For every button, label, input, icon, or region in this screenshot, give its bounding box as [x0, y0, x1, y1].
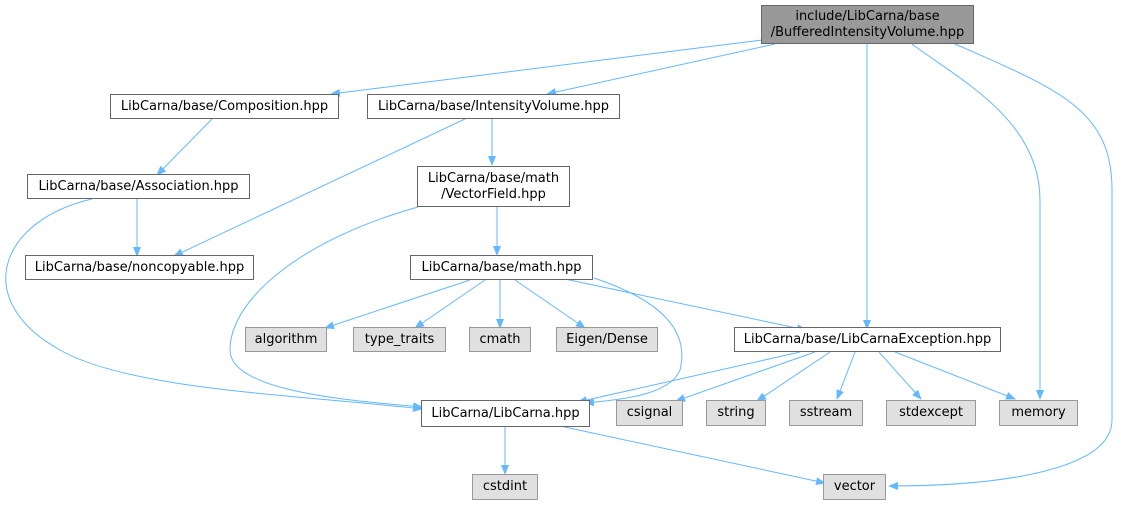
edge-exception-string [756, 351, 831, 402]
edge-exception-sstream [836, 351, 856, 400]
edge-math-eigen-dense [514, 279, 586, 329]
node-cstdint[interactable]: cstdint [472, 474, 538, 500]
node-root-line2: /BufferedIntensityVolume.hpp [770, 24, 965, 40]
edge-math-type-traits [414, 279, 486, 329]
node-sstream[interactable]: sstream [789, 400, 863, 426]
node-csignal[interactable]: csignal [616, 400, 683, 426]
node-association[interactable]: LibCarna/base/Association.hpp [27, 174, 250, 199]
edge-root-vector [888, 43, 1113, 490]
node-libcarna-exception[interactable]: LibCarna/base/LibCarnaException.hpp [734, 327, 1001, 352]
node-intensity-volume-label: LibCarna/base/IntensityVolume.hpp [377, 98, 610, 114]
edge-root-composition [330, 39, 763, 97]
node-type-traits[interactable]: type_traits [353, 327, 446, 352]
edge-math-libcarna-exception [559, 277, 807, 333]
node-eigen-dense[interactable]: Eigen/Dense [556, 327, 658, 352]
node-buffered-intensity-volume[interactable]: include/LibCarna/base/BufferedIntensityV… [761, 5, 974, 44]
edge-composition-association [156, 118, 213, 176]
edge-exception-csignal [675, 351, 816, 402]
node-algorithm-label: algorithm [254, 331, 318, 347]
node-libcarna-exception-label: LibCarna/base/LibCarnaException.hpp [743, 331, 992, 347]
node-vector-label: vector [833, 479, 876, 494]
edge-exception-memory [894, 351, 1016, 400]
node-libcarna-label: LibCarna/LibCarna.hpp [431, 405, 580, 421]
node-vector-field-line1: LibCarna/base/math [427, 170, 560, 186]
edge-exception-libcarna [577, 351, 801, 404]
node-sstream-label: sstream [799, 405, 853, 420]
node-type-traits-label: type_traits [364, 331, 435, 347]
edge-root-memory [911, 43, 1044, 400]
edge-association-libcarna [5, 198, 423, 412]
node-csignal-label: csignal [626, 405, 673, 420]
node-string-label: string [717, 405, 755, 420]
edge-intensity-volume-noncopyable [173, 118, 466, 257]
node-string[interactable]: string [706, 400, 766, 426]
node-libcarna[interactable]: LibCarna/LibCarna.hpp [421, 400, 590, 427]
node-eigen-dense-label: Eigen/Dense [566, 331, 648, 347]
node-vector[interactable]: vector [823, 474, 886, 500]
node-intensity-volume[interactable]: LibCarna/base/IntensityVolume.hpp [367, 94, 620, 119]
node-memory-label: memory [1011, 405, 1066, 420]
node-association-label: LibCarna/base/Association.hpp [38, 178, 239, 194]
node-composition-label: LibCarna/base/Composition.hpp [120, 98, 329, 114]
edge-math-algorithm [324, 279, 471, 329]
node-memory[interactable]: memory [999, 400, 1078, 426]
node-stdexcept-label: stdexcept [899, 405, 963, 420]
node-math-label: LibCarna/base/math.hpp [421, 259, 582, 275]
node-cmath[interactable]: cmath [469, 327, 531, 352]
node-root-line1: include/LibCarna/base [795, 8, 940, 24]
node-vector-field-line2: /VectorField.hpp [441, 186, 546, 202]
node-stdexcept[interactable]: stdexcept [886, 400, 976, 426]
node-math[interactable]: LibCarna/base/math.hpp [410, 255, 593, 280]
edge-root-intensity-volume [546, 43, 776, 96]
node-cmath-label: cmath [479, 331, 521, 347]
node-cstdint-label: cstdint [482, 479, 528, 494]
node-noncopyable-label: LibCarna/base/noncopyable.hpp [34, 259, 245, 275]
edge-math-libcarna [584, 277, 683, 407]
node-algorithm[interactable]: algorithm [245, 327, 327, 352]
node-composition[interactable]: LibCarna/base/Composition.hpp [110, 94, 339, 119]
node-vector-field[interactable]: LibCarna/base/math/VectorField.hpp [417, 166, 570, 207]
edge-libcarna-vector [559, 425, 826, 486]
node-noncopyable[interactable]: LibCarna/base/noncopyable.hpp [25, 255, 254, 280]
edge-exception-stdexcept [878, 351, 922, 400]
edge-vector-field-libcarna [229, 206, 423, 411]
